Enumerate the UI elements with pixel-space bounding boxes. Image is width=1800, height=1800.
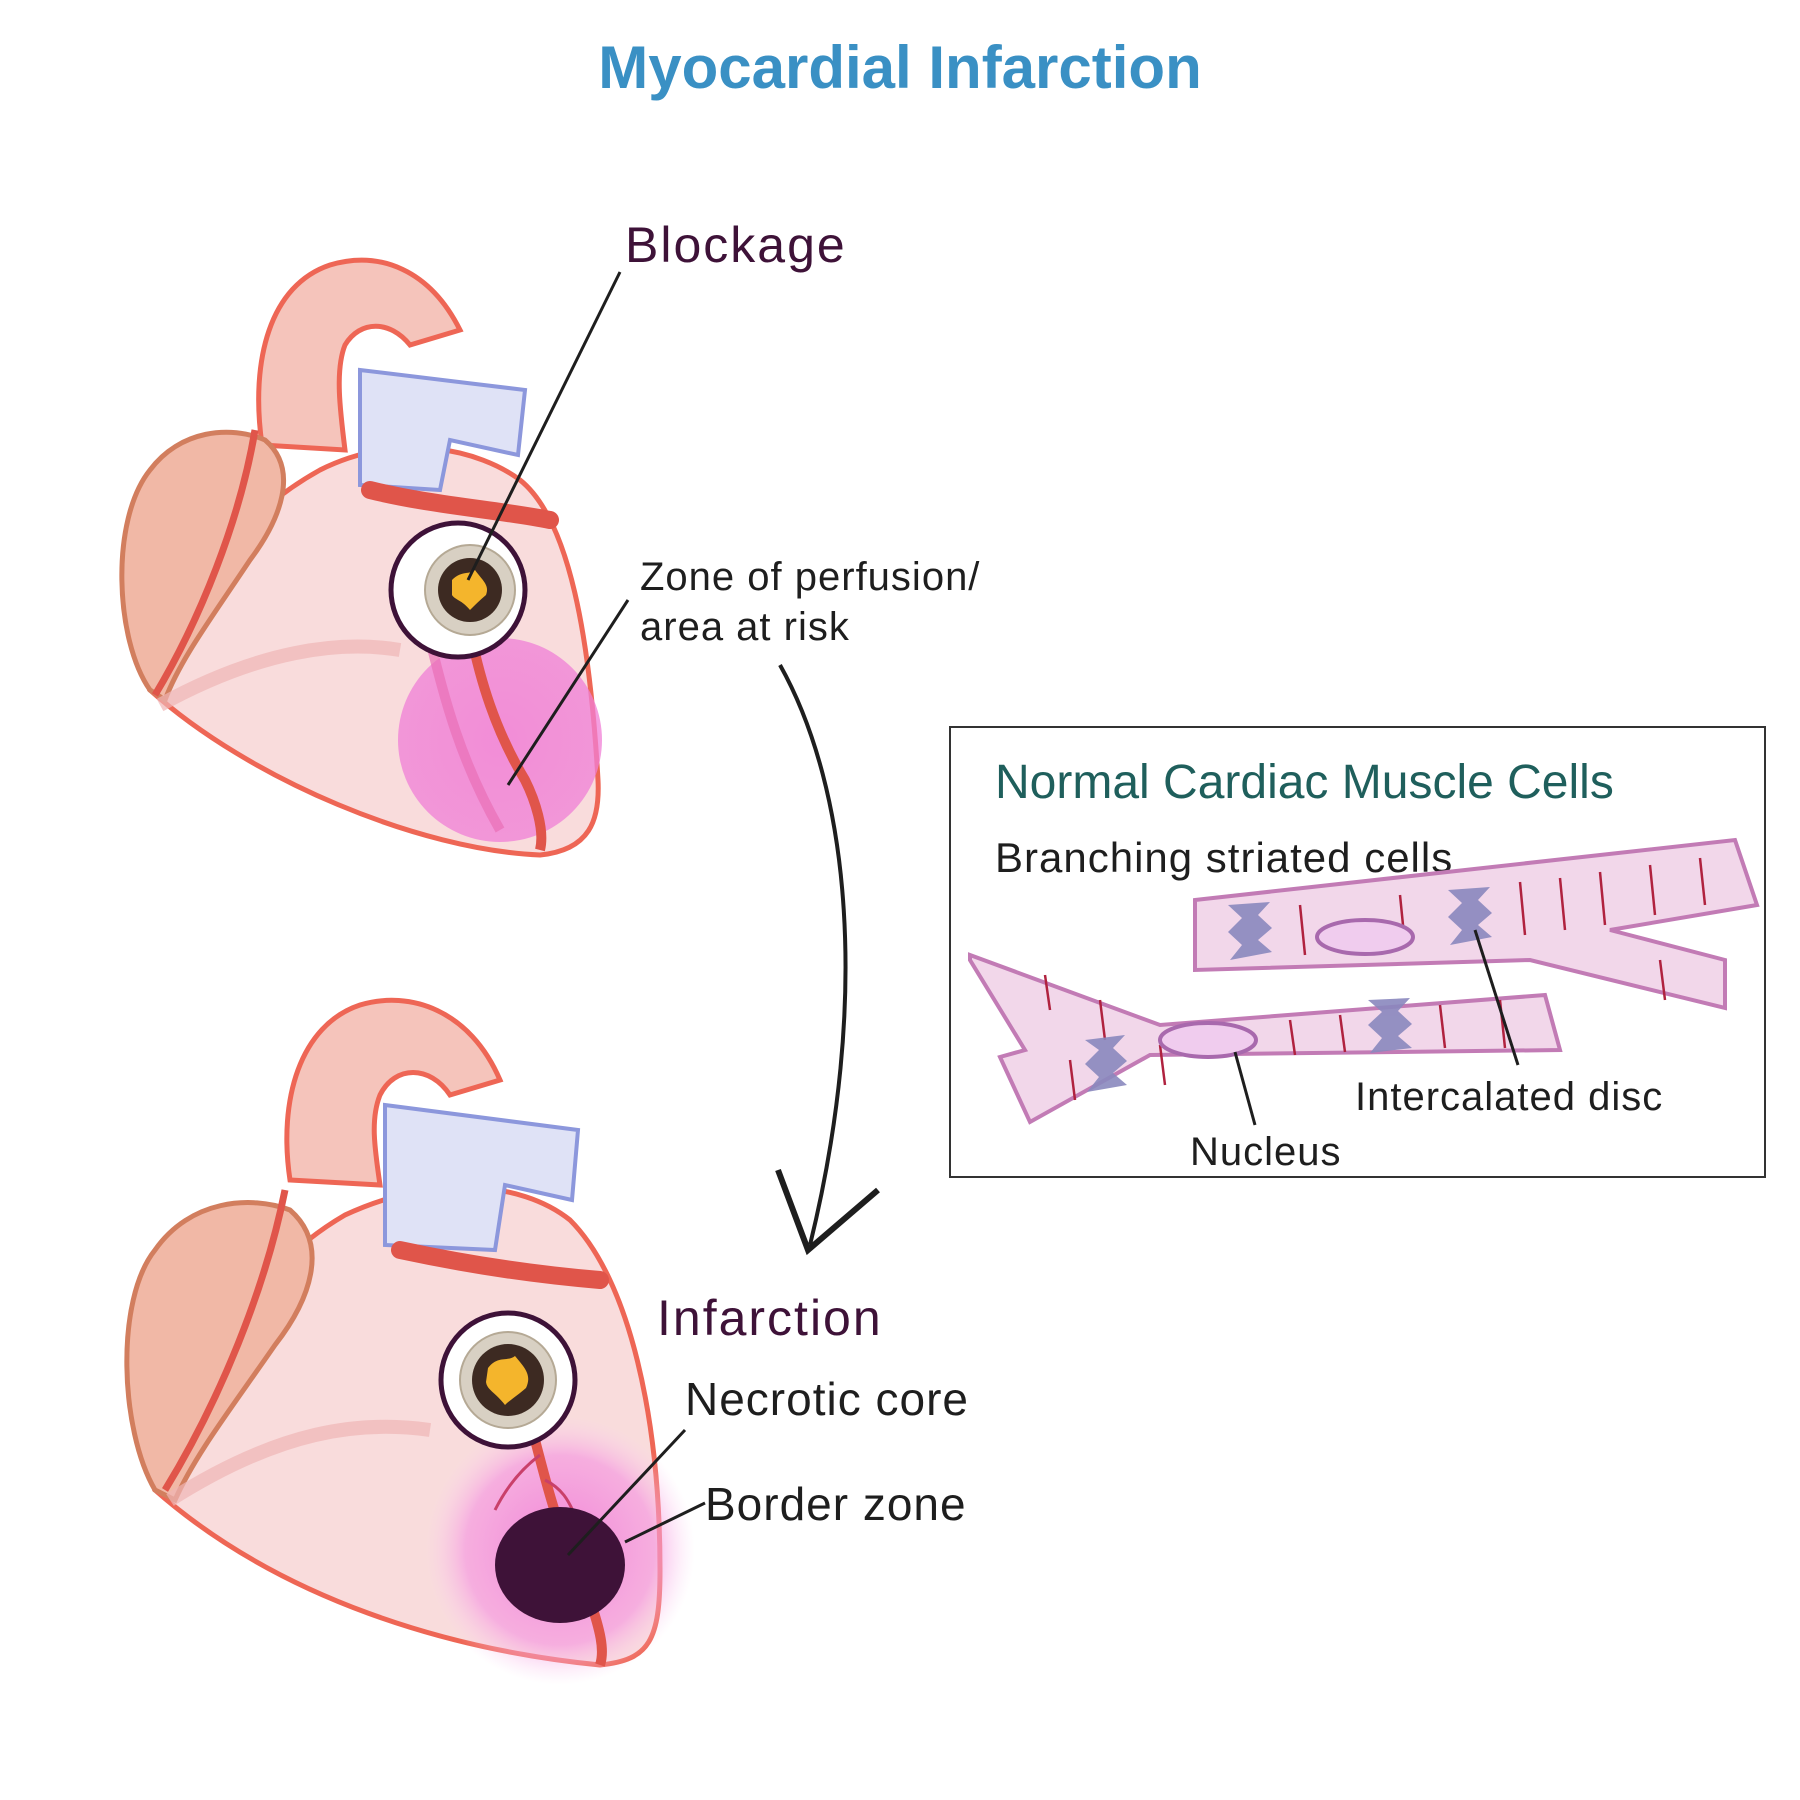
page-title: Myocardial Infarction xyxy=(598,34,1201,101)
zone-label-line1: Zone of perfusion/ xyxy=(640,555,980,599)
intercalated-disc-4 xyxy=(1085,1035,1127,1092)
pulmonary-block-bottom xyxy=(383,1102,581,1253)
intercalated-disc-label: Intercalated disc xyxy=(1355,1075,1663,1119)
pulmonary-block-top xyxy=(358,367,528,493)
coronary-artery-top xyxy=(361,481,559,529)
intercalated-disc-3 xyxy=(1368,998,1412,1053)
inset-panel: Normal Cardiac Muscle Cells Branching st… xyxy=(949,726,1766,1178)
necrotic-leader xyxy=(566,1428,687,1557)
aorta-bottom xyxy=(284,997,504,1188)
nucleus-leader xyxy=(1233,1051,1257,1126)
inset-title: Normal Cardiac Muscle Cells xyxy=(995,756,1614,809)
nucleus-lower xyxy=(1158,1021,1258,1059)
blockage-leader xyxy=(466,271,622,581)
infarction-label: Infarction xyxy=(657,1290,883,1346)
atrium-top xyxy=(119,429,287,704)
intercalated-disc-2 xyxy=(1448,887,1492,945)
progression-arrow xyxy=(778,664,848,1246)
zone-label-line2: area at risk xyxy=(640,605,850,649)
arrow-head xyxy=(775,1168,880,1256)
zone-leader xyxy=(506,599,630,786)
necrotic-core-label: Necrotic core xyxy=(685,1373,969,1425)
nucleus-upper xyxy=(1315,918,1415,956)
nucleus-label: Nucleus xyxy=(1190,1130,1342,1174)
necrotic-core xyxy=(495,1507,625,1623)
inset-subtitle: Branching striated cells xyxy=(995,834,1453,881)
border-zone-label: Border zone xyxy=(705,1478,967,1530)
coronary-artery-bottom xyxy=(391,1241,609,1289)
border-leader xyxy=(624,1501,706,1544)
blockage-label: Blockage xyxy=(625,217,847,273)
intercalated-disc-1 xyxy=(1228,902,1272,960)
heart-top xyxy=(119,257,602,858)
heart-bottom xyxy=(124,997,695,1685)
aorta-top xyxy=(256,257,464,453)
disc-leader xyxy=(1473,929,1520,1066)
